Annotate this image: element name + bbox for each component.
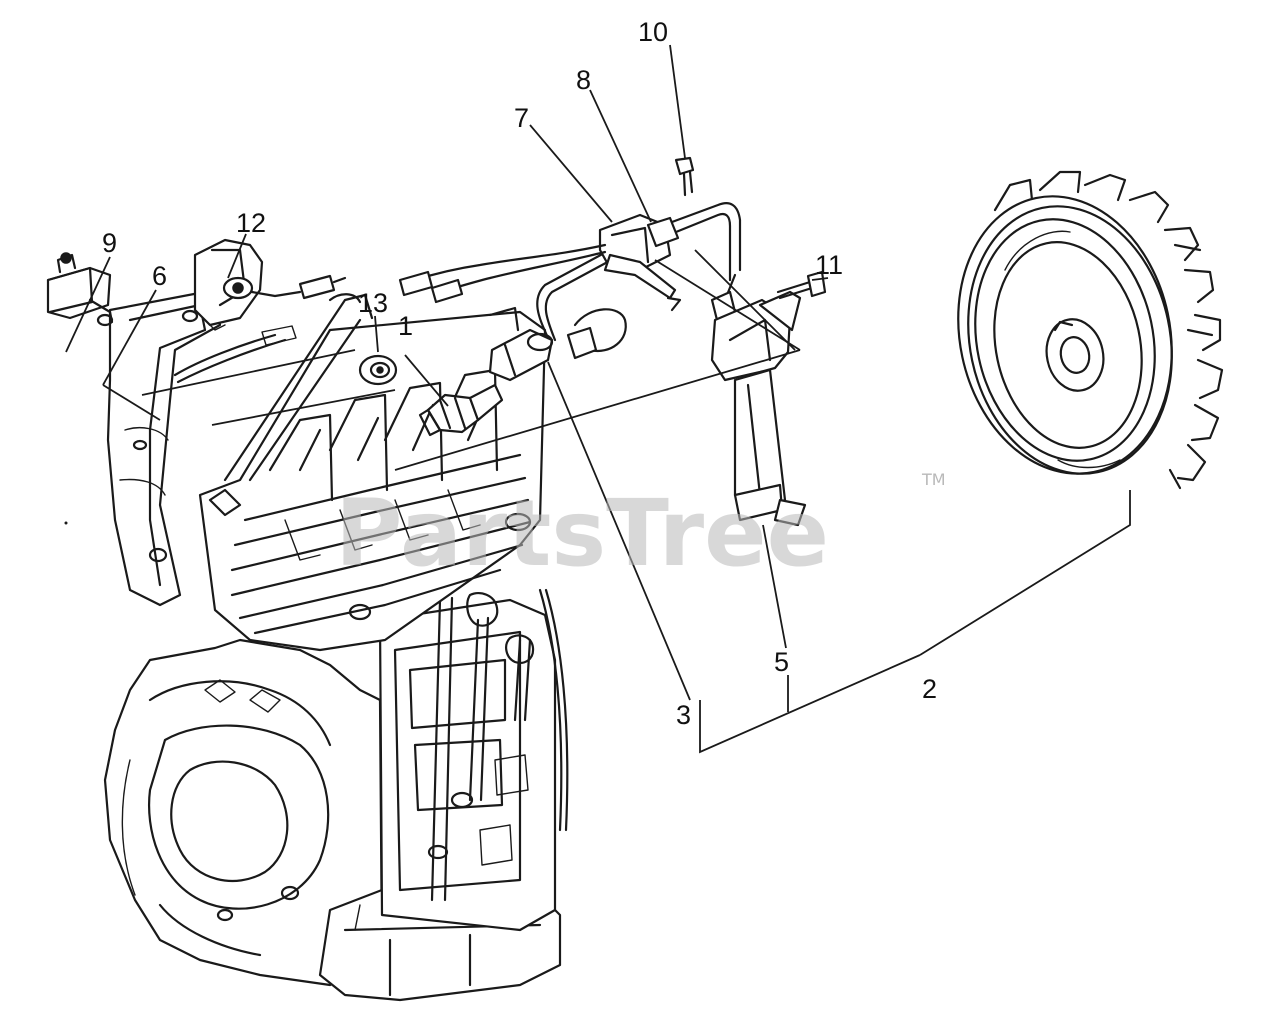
callouts: 1 2 3 5 6 7 8 9 10 11 12 13 bbox=[102, 17, 937, 730]
callout-2: 2 bbox=[922, 674, 937, 704]
cylinder-head bbox=[198, 293, 547, 652]
spark-plug-1 bbox=[418, 383, 504, 437]
ignition-module-7 bbox=[398, 213, 682, 312]
watermark-trademark: TM bbox=[921, 470, 946, 489]
callout-13: 13 bbox=[358, 288, 388, 318]
callout-6: 6 bbox=[152, 261, 167, 291]
callout-8: 8 bbox=[576, 65, 591, 95]
callout-5: 5 bbox=[774, 647, 789, 677]
watermark-text: PartsTree bbox=[335, 480, 829, 587]
callout-9: 9 bbox=[102, 228, 117, 258]
callout-3: 3 bbox=[676, 700, 691, 730]
ignition-unit-12 bbox=[193, 238, 347, 331]
callout-1: 1 bbox=[398, 311, 413, 341]
callout-7: 7 bbox=[514, 103, 529, 133]
speck bbox=[64, 521, 68, 525]
stop-switch bbox=[46, 252, 114, 327]
flywheel-2 bbox=[957, 170, 1224, 490]
callout-12: 12 bbox=[236, 208, 266, 238]
ignition-coil-5 bbox=[710, 270, 827, 527]
callout-10: 10 bbox=[638, 17, 668, 47]
engine-block bbox=[103, 588, 569, 1002]
spark-plug-lead-3 bbox=[488, 248, 627, 382]
watermark: PartsTree TM bbox=[335, 470, 946, 587]
callout-11: 11 bbox=[815, 250, 843, 280]
collar-8-bolt-10 bbox=[646, 156, 742, 282]
washer-13 bbox=[358, 354, 398, 386]
leader-lines bbox=[65, 44, 1131, 754]
